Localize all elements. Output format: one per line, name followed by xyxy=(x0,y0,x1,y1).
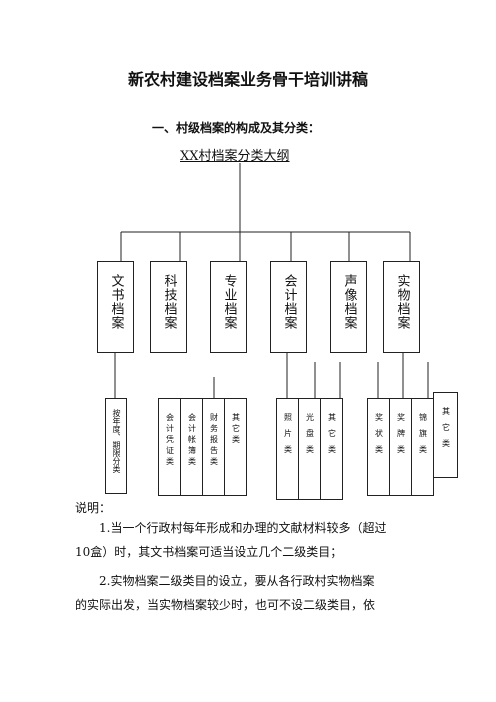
subcategory-box: 光盘类 xyxy=(298,398,321,500)
diagram-title: XX村档案分类大纲 xyxy=(180,149,290,164)
subcategory-label: 其它类 xyxy=(231,413,241,446)
category-box-wenshu: 文书档案 xyxy=(97,261,134,353)
subcategory-box: 其它类 xyxy=(224,398,247,496)
subcategory-box: 财务报告类 xyxy=(202,398,225,496)
category-label: 实物档案 xyxy=(394,274,410,330)
subcategory-box: 其它类 xyxy=(433,392,458,478)
note-paragraph-1-line-1: 1.当一个行政村每年形成和办理的文献材料较多（超过 xyxy=(99,521,387,535)
subcategory-label: 光盘类 xyxy=(305,413,315,461)
category-box-keji: 科技档案 xyxy=(150,261,187,353)
subcategory-label: 奖牌类 xyxy=(396,413,406,461)
subcategory-label: 照片类 xyxy=(283,413,293,461)
section-heading: 一、村级档案的构成及其分类： xyxy=(152,121,321,135)
subcategory-label: 会计帐簿类 xyxy=(187,413,197,468)
category-box-zhuanye: 专业档案 xyxy=(210,261,247,353)
category-label: 专业档案 xyxy=(221,274,237,330)
category-label: 会计档案 xyxy=(281,274,297,330)
subcategory-box: 会计帐簿类 xyxy=(180,398,203,496)
subcategory-box: 奖牌类 xyxy=(389,398,412,496)
subcategory-label: 其它类 xyxy=(441,407,451,455)
note-paragraph-2-line-2: 的实际出发，当实物档案较少时，也可不设二级类目，依 xyxy=(75,598,376,612)
subcategory-label: 按年度、期限分类 xyxy=(112,409,121,473)
subcategory-box: 照片类 xyxy=(276,398,299,500)
note-paragraph-2-line-1: 2.实物档案二级类目的设立，要从各行政村实物档案 xyxy=(99,574,375,588)
subcategory-box: 锦旗类 xyxy=(411,398,434,496)
category-box-shiwu: 实物档案 xyxy=(383,261,420,353)
subcategory-label: 奖状类 xyxy=(374,413,384,461)
subcategory-label: 财务报告类 xyxy=(209,413,219,468)
subcategory-box: 其它类 xyxy=(320,398,343,500)
category-box-shengxiang: 声像档案 xyxy=(330,261,367,353)
category-label: 科技档案 xyxy=(161,274,177,330)
subcategory-box: 按年度、期限分类 xyxy=(105,398,127,494)
category-box-kuaiji: 会计档案 xyxy=(270,261,307,353)
subcategory-label: 锦旗类 xyxy=(418,413,428,461)
note-paragraph-1-line-2: 10盒）时，其文书档案可适当设立几个二级类目； xyxy=(75,545,343,559)
subcategory-label: 其它类 xyxy=(327,413,337,461)
category-label: 声像档案 xyxy=(341,274,357,330)
category-label: 文书档案 xyxy=(108,274,124,330)
subcategory-box: 奖状类 xyxy=(367,398,390,496)
document-title: 新农村建设档案业务骨干培训讲稿 xyxy=(127,70,368,89)
notes-label: 说明： xyxy=(75,501,112,515)
subcategory-label: 会计凭证类 xyxy=(165,413,175,468)
subcategory-box: 会计凭证类 xyxy=(158,398,181,496)
